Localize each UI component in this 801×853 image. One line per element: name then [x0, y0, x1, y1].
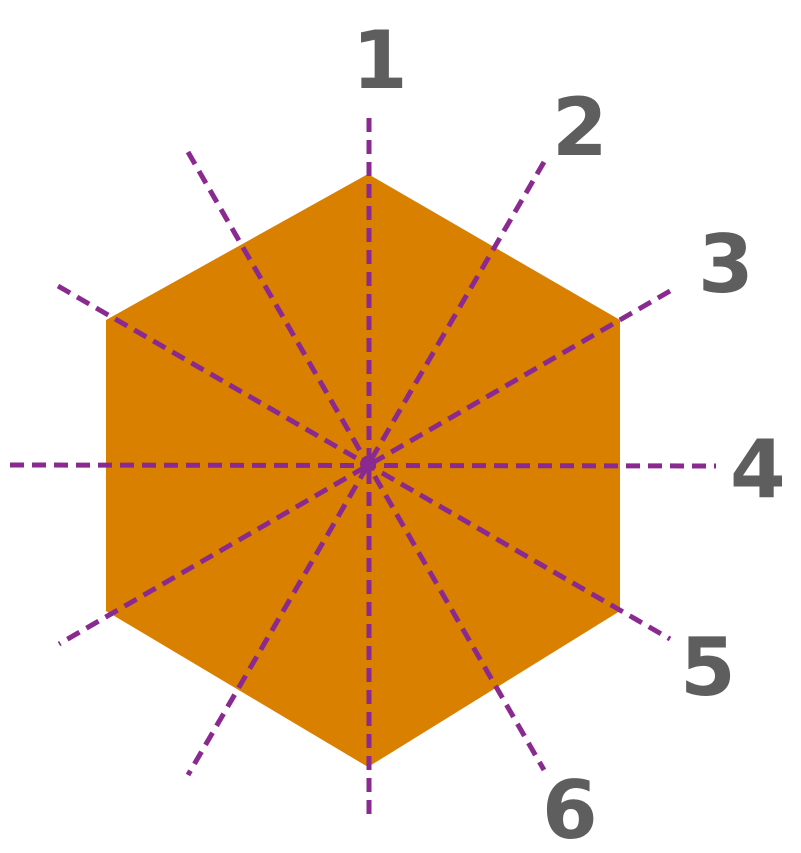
center-point [360, 456, 376, 472]
axis-label-5: 5 [680, 621, 736, 714]
axis-label-3: 3 [698, 218, 754, 311]
axis-label-4: 4 [730, 423, 786, 516]
axis-label-2: 2 [552, 81, 608, 174]
axis-label-1: 1 [352, 14, 408, 107]
axis-label-6: 6 [542, 764, 598, 853]
